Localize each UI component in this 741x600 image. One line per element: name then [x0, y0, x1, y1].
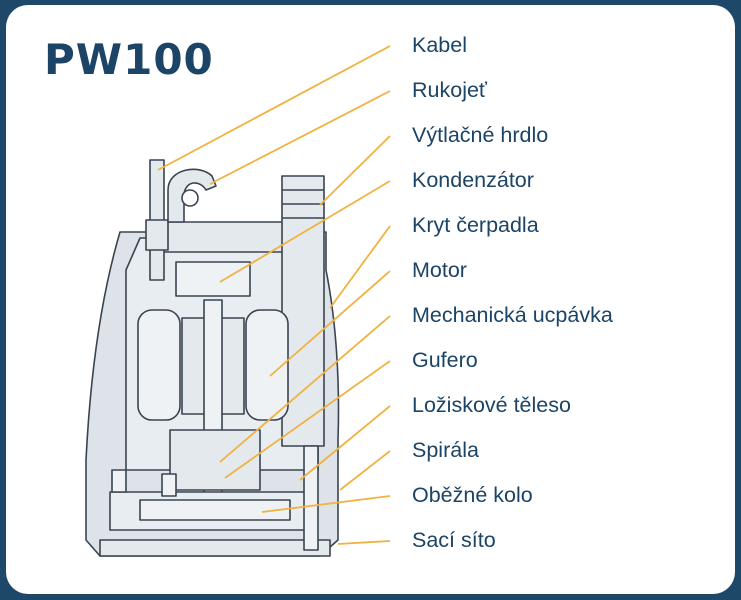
leader-kondenzator — [219, 180, 391, 283]
diagram-title: PW100 — [44, 35, 214, 84]
label-kryt-cerpadla: Kryt čerpadla — [412, 213, 539, 237]
leader-vytlacne-hrdlo — [319, 135, 391, 206]
leader-lines — [157, 45, 391, 545]
diagram-card: PW100 — [6, 5, 735, 594]
leader-mechanicka-ucpavka — [219, 315, 391, 463]
label-motor: Motor — [412, 258, 467, 282]
leader-loziskove-teleso — [299, 405, 391, 481]
capacitor-shape — [175, 261, 251, 297]
leader-motor — [269, 270, 391, 377]
label-obezne-kolo: Oběžné kolo — [412, 483, 533, 507]
leader-gufero — [224, 360, 391, 479]
label-kabel: Kabel — [412, 33, 467, 57]
winding-right — [245, 309, 289, 421]
base-plate — [99, 539, 331, 557]
pump-diagram — [85, 45, 391, 557]
leader-kabel — [157, 45, 391, 171]
leader-obezne-kolo — [261, 495, 391, 513]
leader-spirala — [339, 450, 391, 491]
label-kondenzator: Kondenzátor — [412, 168, 534, 192]
winding-left — [137, 309, 181, 421]
label-loziskove-teleso: Ložiskové těleso — [412, 393, 571, 417]
leader-kryt-cerpadla — [329, 225, 391, 309]
label-mechanicka-ucpavka: Mechanická ucpávka — [412, 303, 613, 327]
label-vytlacne-hrdlo: Výtlačné hrdlo — [412, 123, 549, 147]
impeller-shape — [139, 499, 291, 521]
label-spirala: Spirála — [412, 438, 479, 462]
discharge-outlet — [281, 175, 325, 447]
leader-rukojet — [209, 90, 391, 185]
label-rukojet: Rukojeť — [412, 78, 487, 102]
label-saci-sito: Sací síto — [412, 528, 496, 552]
handle-shape — [167, 168, 217, 223]
label-gufero: Gufero — [412, 348, 478, 372]
leader-saci-sito — [337, 540, 391, 545]
